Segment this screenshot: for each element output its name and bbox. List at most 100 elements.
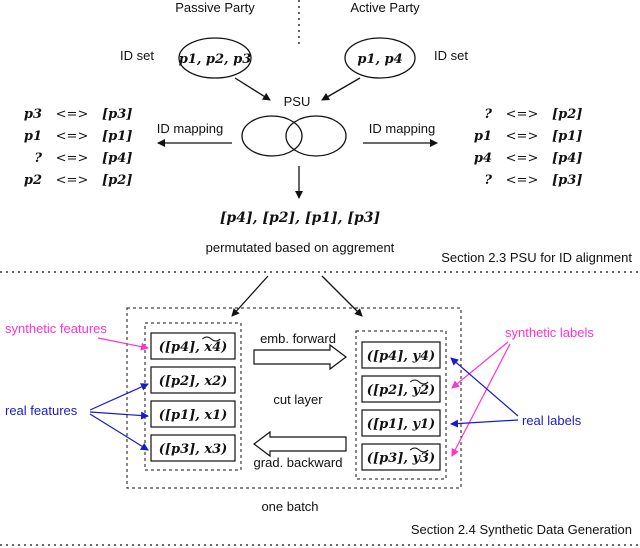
label-row-box bbox=[361, 375, 441, 403]
synthetic-features-label: synthetic features bbox=[5, 321, 107, 336]
label-row-sep: , bbox=[402, 349, 412, 364]
labels-group-box bbox=[355, 330, 447, 480]
real-features-pointer-3 bbox=[89, 413, 149, 451]
synthetic-tilde-mark bbox=[201, 336, 221, 342]
to-labels-arrow bbox=[321, 275, 363, 317]
passive-party-title: Passive Party bbox=[175, 0, 255, 15]
label-row-close: ) bbox=[428, 383, 435, 398]
synthetic-labels-pointer-1 bbox=[451, 341, 509, 389]
feature-row-value: x1 bbox=[203, 408, 221, 423]
mapping-id: p3 bbox=[24, 107, 42, 122]
real-labels-label: real labels bbox=[522, 413, 582, 428]
feature-row-value: x4 bbox=[203, 340, 221, 355]
label-row-sep: , bbox=[402, 451, 412, 466]
label-row-open: ( bbox=[367, 451, 374, 466]
active-party-title: Active Party bbox=[350, 0, 420, 15]
mapping-id: p1 bbox=[474, 129, 492, 144]
mapping-id: ? bbox=[484, 107, 492, 122]
to-features-arrow bbox=[231, 275, 269, 317]
one-batch-box bbox=[126, 307, 462, 489]
feature-row-close: ) bbox=[220, 374, 227, 389]
synthetic-features-pointer bbox=[97, 337, 149, 351]
mapping-mapped-id: [p2] bbox=[552, 107, 582, 122]
active-id-set-label: ID set bbox=[434, 48, 468, 63]
forward-label: emb. forward bbox=[260, 331, 336, 346]
feature-row-id: [p1] bbox=[165, 408, 195, 423]
right-id-mapping-table: ?<=>[p2]p1<=>[p1]p4<=>[p4]?<=>[p3] bbox=[474, 107, 583, 188]
left-id-mapping-table: p3<=>[p3]p1<=>[p1]?<=>[p4]p2<=>[p2] bbox=[24, 107, 133, 188]
mapping-mapped-id: [p4] bbox=[102, 151, 132, 166]
label-row-close: ) bbox=[428, 417, 435, 432]
mapping-id: ? bbox=[484, 173, 492, 188]
label-row-value: y1 bbox=[411, 417, 429, 432]
backward-label: grad. backward bbox=[254, 455, 343, 470]
psu-caption: permutated based on aggrement bbox=[206, 240, 395, 255]
active-to-psu-arrow bbox=[321, 77, 361, 101]
mapping-id: p1 bbox=[24, 129, 42, 144]
mapping-arrow: <=> bbox=[56, 129, 89, 144]
feature-row-id: [p4] bbox=[165, 340, 195, 355]
label-row-value: y4 bbox=[411, 349, 429, 364]
feature-row-open: ( bbox=[159, 374, 166, 389]
passive-ids: p1, p2, p3 bbox=[179, 52, 252, 67]
feature-row-value: x2 bbox=[203, 374, 221, 389]
feature-row-close: ) bbox=[220, 442, 227, 457]
mapping-arrow: <=> bbox=[56, 151, 89, 166]
label-row-box bbox=[361, 341, 441, 369]
label-row-sep: , bbox=[402, 417, 412, 432]
feature-row-sep: , bbox=[194, 442, 204, 457]
label-row-close: ) bbox=[428, 451, 435, 466]
real-labels-pointer-1 bbox=[450, 357, 519, 417]
label-row-open: ( bbox=[367, 417, 374, 432]
real-features-pointer-2 bbox=[89, 411, 149, 420]
mapping-id: ? bbox=[34, 151, 42, 166]
label-row-box bbox=[361, 409, 441, 437]
label-row: ([p1], y1) bbox=[367, 417, 435, 432]
label-row-value: y3 bbox=[411, 451, 429, 466]
feature-row-box bbox=[150, 400, 236, 428]
label-row-id: [p3] bbox=[373, 451, 403, 466]
mapping-arrow: <=> bbox=[506, 173, 539, 188]
feature-row-value: x3 bbox=[203, 442, 221, 457]
forward-arrow bbox=[253, 343, 347, 371]
feature-row-id: [p2] bbox=[165, 374, 195, 389]
feature-row-sep: , bbox=[194, 408, 204, 423]
mapping-id: p4 bbox=[474, 151, 492, 166]
synthetic-tilde-mark bbox=[409, 447, 429, 453]
mapping-mapped-id: [p3] bbox=[102, 107, 132, 122]
passive-id-set-ellipse bbox=[178, 37, 252, 79]
psu-venn-left bbox=[241, 115, 303, 157]
feature-rows: ([p4], x4)([p2], x2)([p1], x1)([p3], x3) bbox=[150, 332, 236, 462]
passive-to-psu-arrow bbox=[234, 77, 271, 101]
mapping-mapped-id: [p2] bbox=[102, 173, 132, 188]
feature-row: ([p4], x4) bbox=[159, 340, 228, 355]
mapping-mapped-id: [p4] bbox=[552, 151, 582, 166]
mapping-arrow: <=> bbox=[506, 129, 539, 144]
label-row-box bbox=[361, 443, 441, 471]
section-psu-title: Section 2.3 PSU for ID alignment bbox=[441, 250, 632, 265]
feature-row-open: ( bbox=[159, 340, 166, 355]
features-group-box bbox=[144, 322, 242, 471]
synthetic-tilde-mark bbox=[409, 379, 429, 385]
label-row: ([p2], y2) bbox=[367, 383, 435, 398]
real-features-pointer-1 bbox=[89, 383, 149, 411]
label-row-open: ( bbox=[367, 349, 374, 364]
feature-row-open: ( bbox=[159, 408, 166, 423]
label-row-open: ( bbox=[367, 383, 374, 398]
psu-venn-right bbox=[285, 115, 347, 157]
label-row-close: ) bbox=[428, 349, 435, 364]
feature-row-close: ) bbox=[220, 408, 227, 423]
real-labels-pointer-2 bbox=[450, 419, 519, 428]
label-row-id: [p4] bbox=[373, 349, 403, 364]
mapping-arrow: <=> bbox=[56, 173, 89, 188]
backward-arrow bbox=[253, 430, 347, 458]
feature-row-open: ( bbox=[159, 442, 166, 457]
right-id-mapping-label: ID mapping bbox=[369, 121, 435, 136]
real-features-label: real features bbox=[5, 403, 78, 418]
synthetic-labels-pointer-2 bbox=[451, 343, 511, 457]
feature-row-box bbox=[150, 332, 236, 360]
label-row-id: [p1] bbox=[373, 417, 403, 432]
left-id-mapping-label: ID mapping bbox=[157, 121, 223, 136]
